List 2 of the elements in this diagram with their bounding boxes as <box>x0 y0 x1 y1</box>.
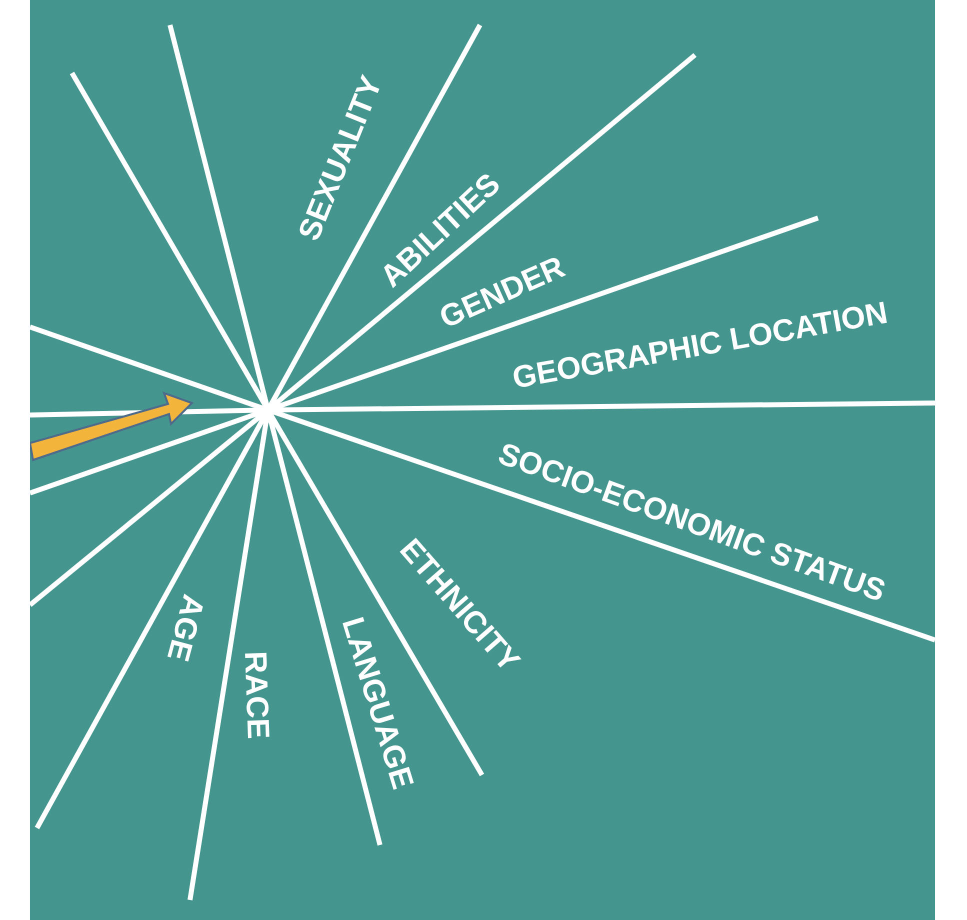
category-label: AGE <box>162 592 210 664</box>
category-label: RACE <box>240 650 274 740</box>
